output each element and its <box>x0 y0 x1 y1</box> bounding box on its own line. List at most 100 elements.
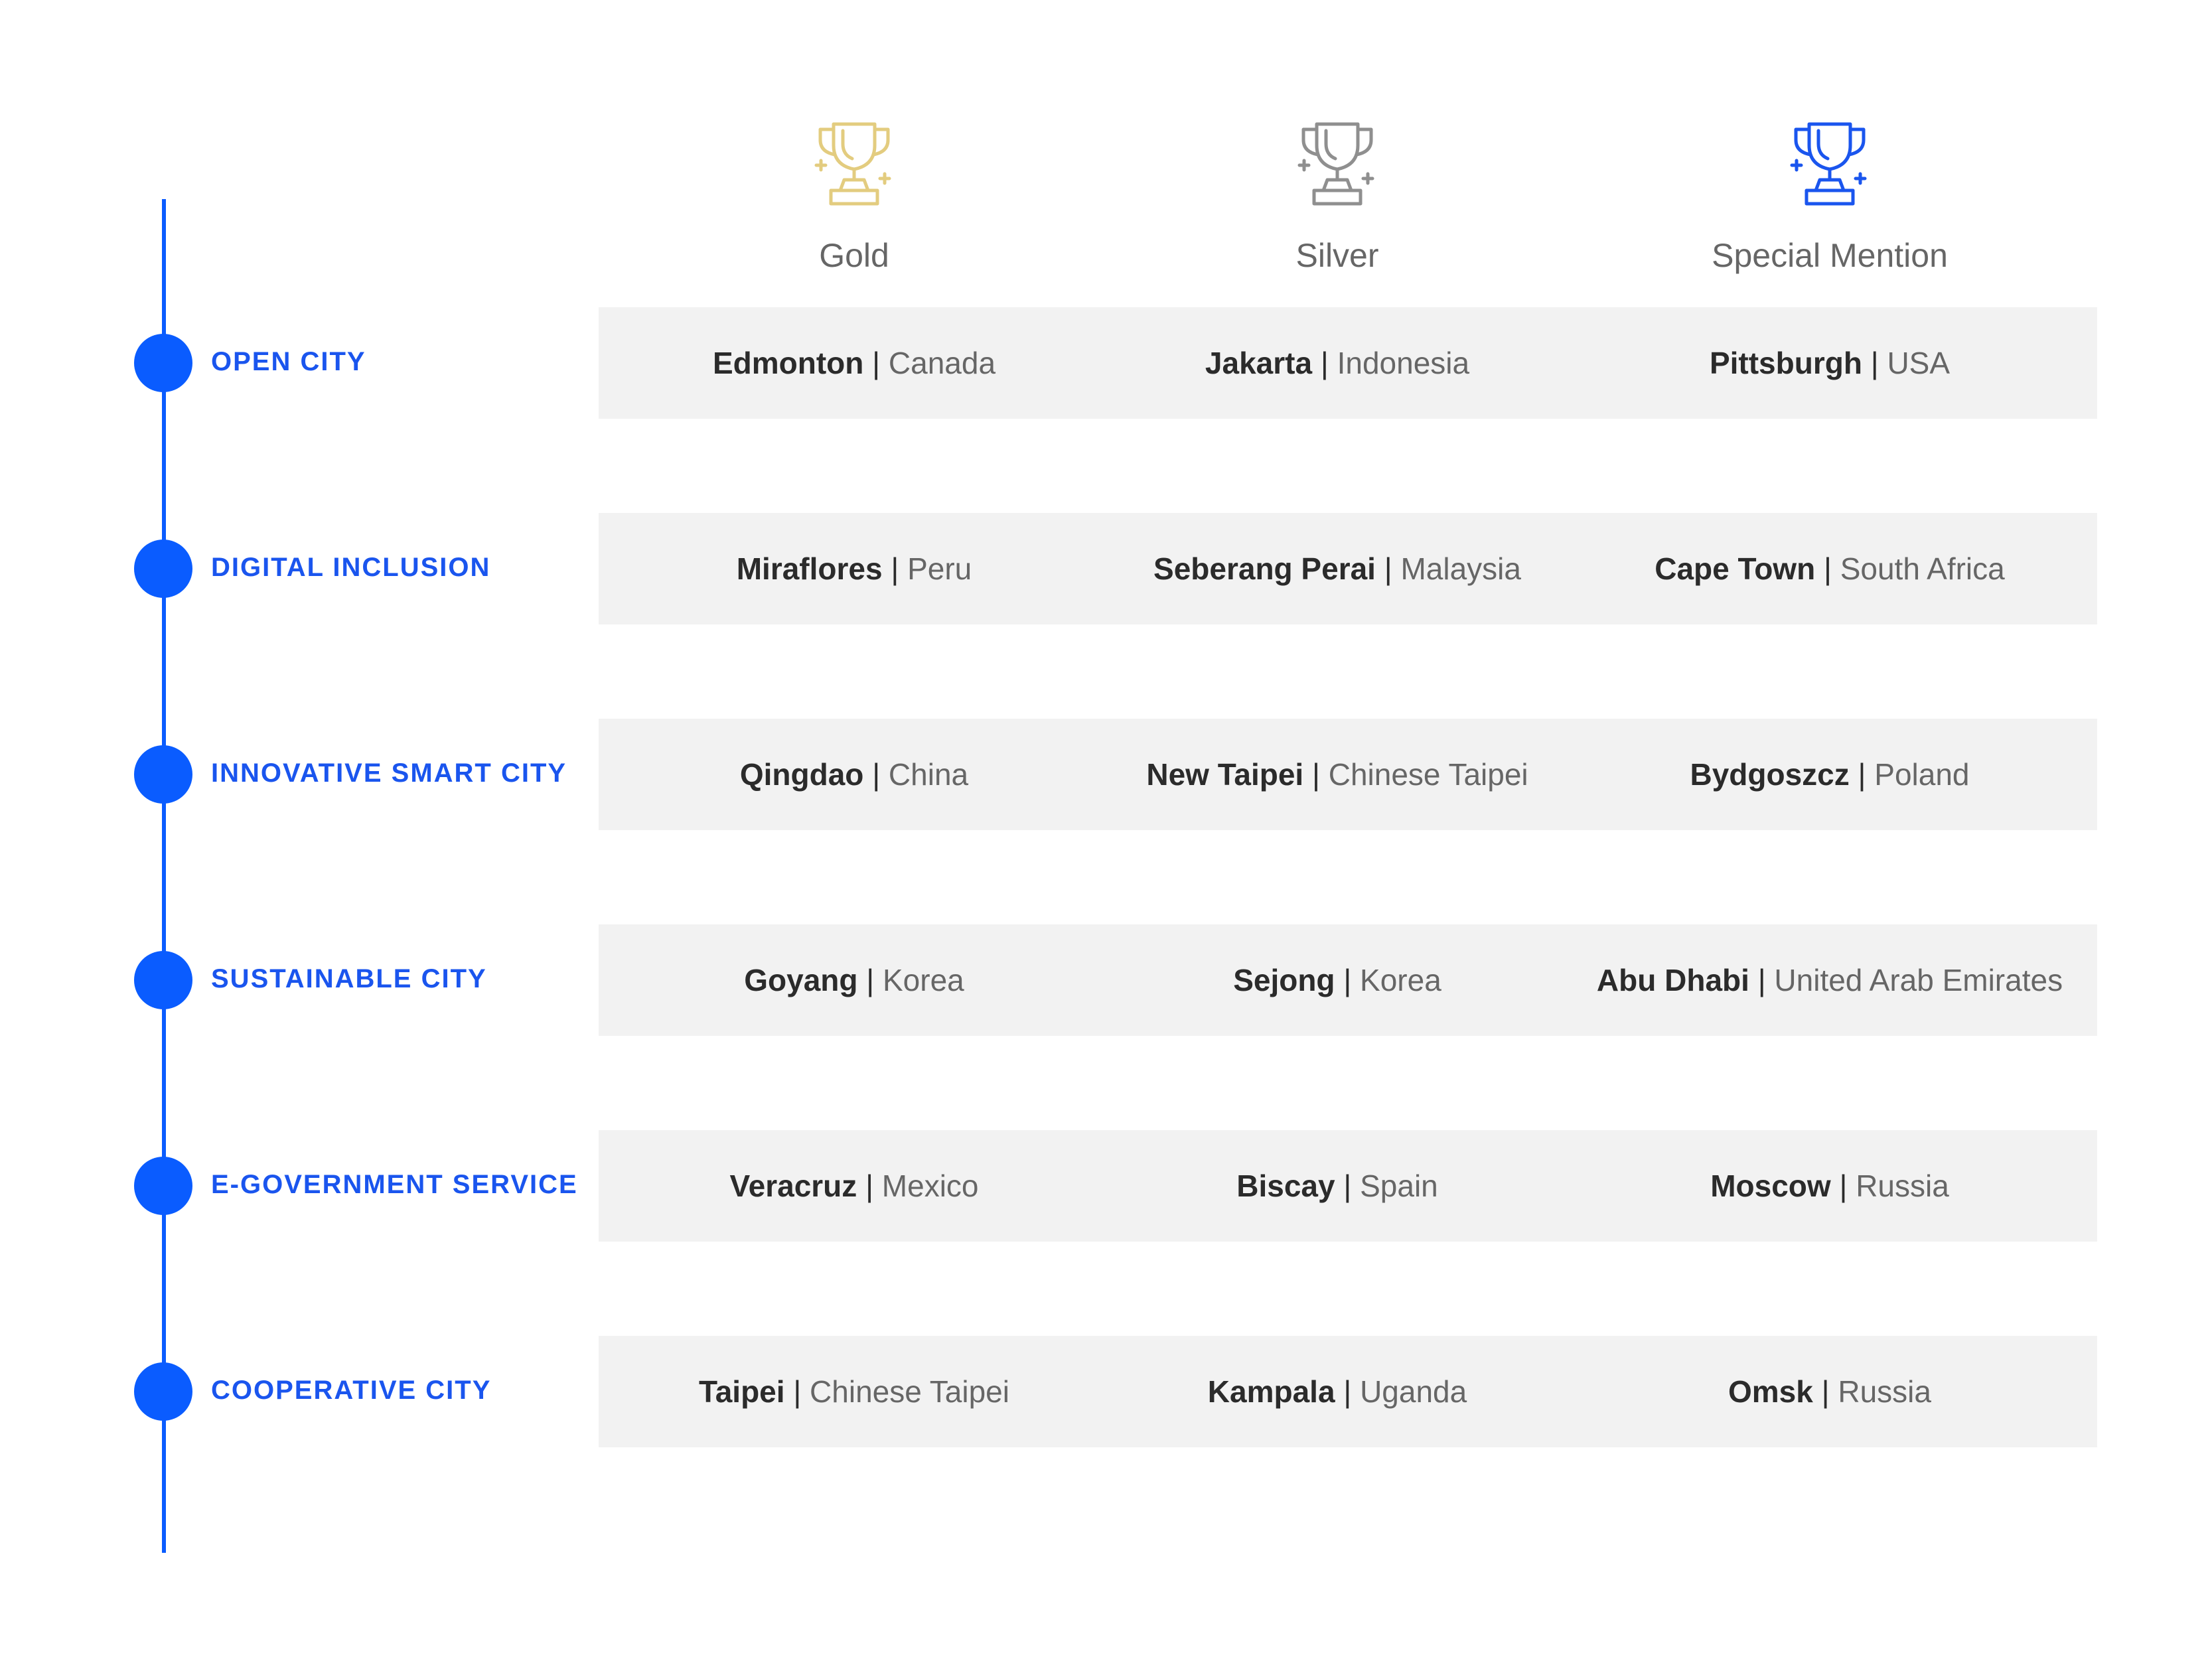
special-mention-winner: Omsk | Russia <box>1584 1336 2075 1447</box>
timeline-line <box>162 199 166 1553</box>
gold-winner: Goyang | Korea <box>609 924 1100 1036</box>
gold-winner: Miraflores | Peru <box>609 513 1100 624</box>
special-mention-winner: Cape Town | South Africa <box>1584 513 2075 624</box>
category-label: OPEN CITY <box>211 347 366 376</box>
winners-band <box>599 719 2097 830</box>
separator: | <box>872 757 881 792</box>
winner-country: Korea <box>1360 963 1441 997</box>
gold-winner: Veracruz | Mexico <box>609 1130 1100 1242</box>
separator: | <box>891 551 899 586</box>
winner-city: Moscow <box>1710 1169 1831 1203</box>
header-silver: Silver <box>1171 116 1503 275</box>
special-mention-winner: Bydgoszcz | Poland <box>1584 719 2075 830</box>
separator: | <box>1343 963 1352 997</box>
winner-country: USA <box>1887 346 1951 380</box>
timeline-dot <box>134 1157 192 1215</box>
winner-city: Taipei <box>699 1374 785 1409</box>
silver-winner: New Taipei | Chinese Taipei <box>1092 719 1583 830</box>
separator: | <box>1839 1169 1848 1203</box>
winner-country: Russia <box>1838 1374 1931 1409</box>
winner-city: Bydgoszcz <box>1690 757 1850 792</box>
header-special-mention: Special Mention <box>1664 116 1996 275</box>
winner-country: Russia <box>1856 1169 1949 1203</box>
winners-band <box>599 513 2097 624</box>
special-mention-winner: Moscow | Russia <box>1584 1130 2075 1242</box>
category-row-e-government-service: E-GOVERNMENT SERVICE Veracruz | Mexico B… <box>0 1130 2212 1242</box>
winner-city: Pittsburgh <box>1709 346 1862 380</box>
separator: | <box>1320 346 1329 380</box>
gold-winner: Qingdao | China <box>609 719 1100 830</box>
silver-winner: Sejong | Korea <box>1092 924 1583 1036</box>
winner-city: Jakarta <box>1205 346 1313 380</box>
category-label: DIGITAL INCLUSION <box>211 553 491 582</box>
special-mention-winner: Abu Dhabi | United Arab Emirates <box>1584 924 2075 1036</box>
separator: | <box>1312 757 1320 792</box>
separator: | <box>872 346 881 380</box>
separator: | <box>866 963 875 997</box>
header-gold: Gold <box>688 116 1020 275</box>
separator: | <box>1384 551 1392 586</box>
winner-country: Peru <box>907 551 972 586</box>
separator: | <box>1858 757 1866 792</box>
category-row-digital-inclusion: DIGITAL INCLUSION Miraflores | Peru Sebe… <box>0 513 2212 624</box>
separator: | <box>1821 1374 1830 1409</box>
silver-winner: Biscay | Spain <box>1092 1130 1583 1242</box>
winner-city: Kampala <box>1207 1374 1335 1409</box>
winners-band <box>599 1130 2097 1242</box>
winner-country: Poland <box>1874 757 1970 792</box>
gold-winner: Edmonton | Canada <box>609 307 1100 419</box>
gold-winner: Taipei | Chinese Taipei <box>609 1336 1100 1447</box>
winner-city: New Taipei <box>1146 757 1304 792</box>
winner-country: Uganda <box>1360 1374 1467 1409</box>
winner-country: United Arab Emirates <box>1774 963 2063 997</box>
silver-trophy-icon <box>1297 122 1374 206</box>
special-mention-trophy-icon <box>1790 122 1867 206</box>
silver-winner: Jakarta | Indonesia <box>1092 307 1583 419</box>
winner-country: Indonesia <box>1337 346 1470 380</box>
category-label: E-GOVERNMENT SERVICE <box>211 1170 578 1199</box>
winner-country: Canada <box>888 346 996 380</box>
winner-city: Sejong <box>1233 963 1335 997</box>
timeline-dot <box>134 334 192 392</box>
gold-trophy-icon <box>814 122 891 206</box>
winners-band <box>599 307 2097 419</box>
winners-band <box>599 924 2097 1036</box>
separator: | <box>1343 1169 1352 1203</box>
category-row-cooperative-city: COOPERATIVE CITY Taipei | Chinese Taipei… <box>0 1336 2212 1447</box>
separator: | <box>793 1374 802 1409</box>
winner-city: Qingdao <box>739 757 864 792</box>
timeline-dot <box>134 951 192 1009</box>
winner-country: Korea <box>883 963 964 997</box>
timeline-dot <box>134 1362 192 1421</box>
timeline-dot <box>134 745 192 804</box>
winner-city: Veracruz <box>729 1169 857 1203</box>
winner-country: Mexico <box>881 1169 979 1203</box>
category-label: INNOVATIVE SMART CITY <box>211 758 567 788</box>
separator: | <box>865 1169 874 1203</box>
separator: | <box>1870 346 1879 380</box>
winners-band <box>599 1336 2097 1447</box>
silver-winner: Seberang Perai | Malaysia <box>1092 513 1583 624</box>
winner-city: Edmonton <box>712 346 864 380</box>
category-row-open-city: OPEN CITY Edmonton | Canada Jakarta | In… <box>0 307 2212 419</box>
winner-country: Chinese Taipei <box>1328 757 1528 792</box>
separator: | <box>1823 551 1832 586</box>
winner-country: Chinese Taipei <box>810 1374 1009 1409</box>
winner-country: Spain <box>1360 1169 1438 1203</box>
category-row-sustainable-city: SUSTAINABLE CITY Goyang | Korea Sejong |… <box>0 924 2212 1036</box>
winner-city: Omsk <box>1728 1374 1813 1409</box>
category-label: SUSTAINABLE CITY <box>211 964 487 993</box>
separator: | <box>1757 963 1766 997</box>
winner-country: Malaysia <box>1400 551 1521 586</box>
header-label-gold: Gold <box>819 237 889 274</box>
timeline-dot <box>134 540 192 598</box>
winner-city: Biscay <box>1236 1169 1335 1203</box>
category-row-innovative-smart-city: INNOVATIVE SMART CITY Qingdao | China Ne… <box>0 719 2212 830</box>
winner-city: Seberang Perai <box>1153 551 1376 586</box>
header-label-silver: Silver <box>1295 237 1379 274</box>
separator: | <box>1343 1374 1352 1409</box>
winner-city: Miraflores <box>736 551 883 586</box>
winner-city: Goyang <box>744 963 858 997</box>
silver-winner: Kampala | Uganda <box>1092 1336 1583 1447</box>
category-label: COOPERATIVE CITY <box>211 1376 492 1405</box>
